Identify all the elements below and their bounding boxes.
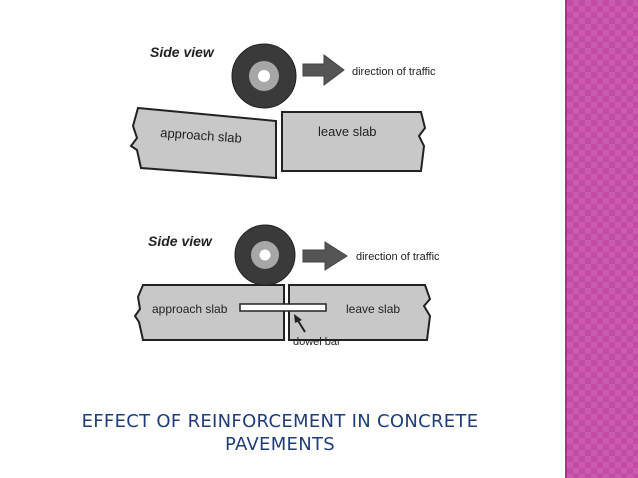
bottom-direction-label: direction of traffic	[356, 251, 440, 263]
slab-diagram: Side view approach slab leave slab direc…	[129, 43, 440, 348]
top-side-view-title: Side view	[150, 44, 215, 60]
top-leave-slab-label: leave slab	[318, 124, 377, 139]
top-direction-label: direction of traffic	[352, 66, 436, 78]
bottom-wheel-icon	[234, 224, 296, 286]
bottom-side-view-title: Side view	[148, 233, 213, 249]
top-approach-slab-label: approach slab	[160, 125, 243, 146]
top-direction-arrow-icon	[302, 54, 345, 86]
accent-strip	[567, 0, 638, 478]
top-wheel-icon	[231, 43, 297, 109]
slide-caption-line-1: EFFECT OF REINFORCEMENT IN CONCRETE	[81, 411, 479, 432]
top-diagram: Side view approach slab leave slab direc…	[129, 43, 436, 180]
bottom-leave-slab	[288, 284, 432, 341]
top-leave-slab	[281, 111, 427, 172]
accent-strip-edge	[565, 0, 567, 478]
bottom-direction-arrow-icon	[302, 241, 348, 271]
top-approach-slab	[129, 106, 277, 180]
dowel-bar-label: dowel bar	[293, 336, 341, 348]
bottom-approach-slab-label: approach slab	[152, 302, 228, 316]
bottom-diagram: Side view approach slab leave slab direc…	[133, 224, 440, 348]
dowel-bar-pointer-icon	[294, 314, 306, 333]
slide-caption-line-2: PAVEMENTS	[224, 434, 336, 455]
bottom-leave-slab-label: leave slab	[346, 302, 400, 316]
dowel-bar	[239, 303, 327, 312]
